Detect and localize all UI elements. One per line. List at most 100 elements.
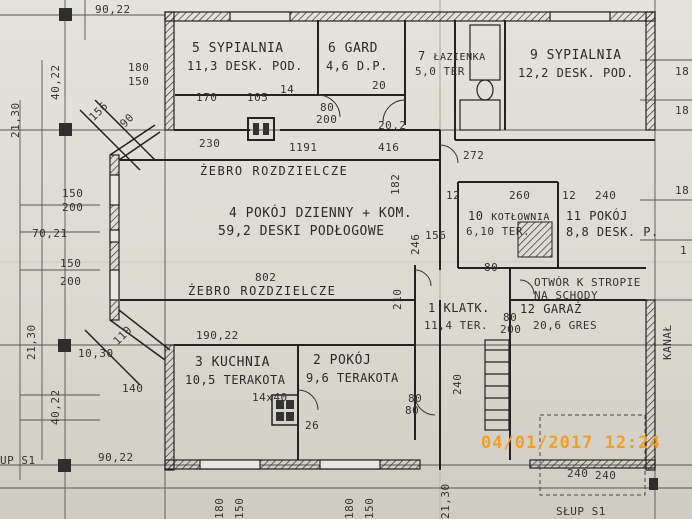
dim-label: 70,21: [32, 227, 68, 240]
room-name: GARD: [344, 41, 378, 56]
dim-label: 20,2: [378, 119, 407, 132]
room-floor: TERAKOTA: [223, 373, 286, 387]
dim-label: 105: [247, 91, 269, 104]
room-number: 10: [468, 209, 484, 223]
boiler-block: [517, 221, 553, 258]
dim-label: 18: [675, 104, 690, 117]
room-number: 1: [428, 301, 436, 315]
bathroom-fixtures: [459, 24, 501, 131]
dim-label: 210: [391, 288, 404, 310]
room-10-area: 6,10 TER.: [466, 226, 530, 237]
dim-label: 14x40: [252, 391, 288, 404]
interior-walls: [120, 20, 655, 470]
room-name: KOTŁOWNIA: [491, 212, 550, 223]
room-name: GARAŻ: [543, 302, 582, 316]
dim-label: 12: [562, 189, 577, 202]
room-area: 59,2: [218, 224, 252, 239]
room-floor: DESK. POD.: [225, 59, 303, 73]
room-area: 10,5: [185, 373, 216, 387]
room-floor: TERAKOTA: [336, 371, 399, 385]
dim-label: 80: [320, 101, 335, 114]
room-1-label: 1 KLATK.: [428, 302, 490, 314]
room-6-label: 6 GARD: [328, 41, 378, 56]
dim-label: 240: [595, 189, 617, 202]
rib-note-bottom: ŻEBRO ROZDZIELCZE: [188, 284, 337, 298]
exterior-walls: [109, 11, 656, 471]
dim-label: 21,30: [9, 102, 22, 138]
dim-label: 802: [255, 271, 277, 284]
pillar-footprint: [539, 414, 646, 496]
dim-label: 190,22: [196, 329, 239, 342]
room-4-area: 59,2 DESKI PODŁOGOWE: [218, 224, 385, 239]
dim-label: 80: [503, 311, 518, 324]
room-floor: TER: [443, 65, 465, 78]
dim-label: 180: [213, 497, 226, 519]
dim-label: 200: [316, 113, 338, 126]
dim-label: 150: [62, 187, 84, 200]
dim-label: 140: [122, 382, 144, 395]
dim-label: 90,22: [98, 451, 134, 464]
dim-label: 26: [305, 419, 320, 432]
dim-label: 10,30: [78, 347, 114, 360]
room-name: ŁAZIENKA: [433, 52, 486, 63]
dim-label: 150: [363, 497, 376, 519]
dim-label: 18: [675, 65, 690, 78]
room-12-area: 20,6 GRES: [533, 320, 597, 331]
dim-label: 150: [233, 497, 246, 519]
rib-note-top: ŻEBRO ROZDZIELCZE: [200, 164, 349, 178]
room-3-area: 10,5 TERAKOTA: [185, 374, 285, 386]
room-number: 5: [192, 41, 201, 56]
dim-label: 80: [405, 404, 420, 417]
room-floor: D.P.: [356, 59, 388, 73]
dim-label: 80: [408, 392, 423, 405]
room-number: 2: [313, 353, 322, 368]
room-area: 5,0: [415, 65, 437, 78]
room-9-label: 9 SYPIALNIA: [530, 49, 622, 62]
room-area: 9,6: [306, 371, 330, 385]
room-area: 11,3: [187, 59, 218, 73]
dim-label: 260: [509, 189, 531, 202]
room-name: KUCHNIA: [211, 355, 270, 370]
room-5-area: 11,3 DESK. POD.: [187, 60, 303, 72]
pillar-label-left: UP S1: [0, 454, 36, 467]
dim-label: 18: [675, 184, 690, 197]
room-11-area: 8,8 DESK. P.: [566, 226, 659, 238]
corner-bay-bottom: [84, 309, 171, 386]
room-area: 4,6: [326, 59, 350, 73]
room-floor: DESKI PODŁOGOWE: [259, 224, 385, 239]
room-area: 11,4: [424, 319, 453, 332]
room-floor: DESK. POD.: [556, 66, 634, 80]
dim-label: 200: [62, 201, 84, 214]
room-9-area: 12,2 DESK. POD.: [518, 67, 634, 79]
room-4-label: 4 POKÓJ DZIENNY + KOM.: [229, 207, 412, 220]
dim-label: 40,22: [49, 64, 62, 100]
dim-label: 40,22: [49, 389, 62, 425]
dim-label: 240: [451, 373, 464, 395]
dim-label: 182: [389, 173, 402, 195]
room-number: 7: [418, 49, 426, 63]
stair-opening-note-2: NA SCHODY: [534, 289, 599, 302]
room-floor: TER.: [501, 225, 531, 238]
dim-label: 21,30: [439, 483, 452, 519]
photo-timestamp: 04/01/2017 12:24: [481, 433, 661, 453]
dim-label: 246: [409, 233, 422, 255]
dim-label: 1: [680, 244, 688, 257]
dim-label: 416: [378, 141, 400, 154]
room-11-label: 11 POKÓJ: [566, 210, 628, 222]
room-name: POKÓJ: [589, 209, 628, 223]
dim-label: 230: [199, 137, 221, 150]
dim-label: 150: [60, 257, 82, 270]
room-floor: TER.: [459, 319, 489, 332]
dim-label: 240: [595, 469, 617, 482]
door-swings: [297, 94, 535, 416]
room-2-area: 9,6 TERAKOTA: [306, 372, 399, 384]
room-area: 6,10: [466, 225, 495, 238]
room-floor: GRES: [568, 319, 598, 332]
room-name: POKÓJ: [329, 353, 372, 368]
room-number: 11: [566, 209, 582, 223]
room-7-area: 5,0 TER: [415, 66, 465, 77]
room-number: 3: [195, 355, 204, 370]
dim-label: 180: [128, 61, 150, 74]
